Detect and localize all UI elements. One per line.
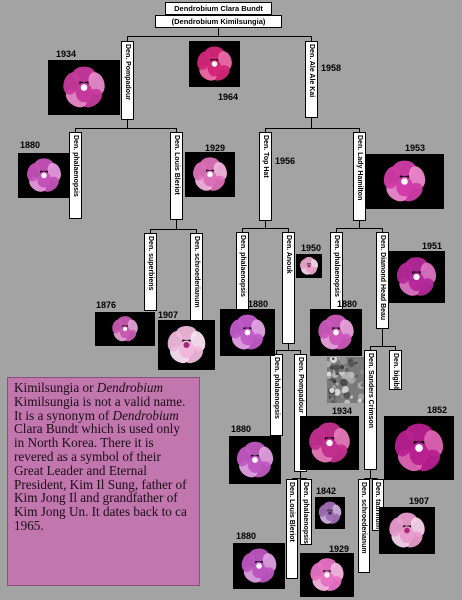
orchid-photo-phalaenopsis-5 xyxy=(233,543,285,589)
orchid-photo-phalaenopsis-1 xyxy=(18,153,70,198)
label-louis-bleriot-1: Den. Louis Bleriot xyxy=(170,132,183,220)
connector-line xyxy=(311,118,312,128)
connector-line xyxy=(242,228,288,229)
note-text-2: Dendrobium xyxy=(97,380,163,395)
connector-line xyxy=(265,128,359,129)
label-top-hat: Den. Top Hat xyxy=(259,132,272,221)
year-phalaenopsis-5: 1880 xyxy=(236,531,256,541)
orchid-photo-phalaenopsis-2 xyxy=(220,309,275,356)
label-pompadour-1: Den. Pompadour xyxy=(121,41,134,120)
year-phalaenopsis-2: 1880 xyxy=(248,299,268,309)
connector-line xyxy=(382,329,383,346)
connector-line xyxy=(218,28,219,36)
orchid-photo-sanders-crimson[interactable] xyxy=(327,357,364,403)
note-text-4: Dendrobium xyxy=(113,408,179,423)
label-anouk: Den. Anouk xyxy=(282,232,295,344)
orchid-photo-phalaenopsis-3 xyxy=(310,309,362,356)
year-superbiens: 1876 xyxy=(96,300,116,310)
label-ale-ale-kai: Den. Ale Ale Kai xyxy=(305,41,318,118)
label-phalaenopsis-5: Den. phalaenopsis xyxy=(300,479,312,545)
label-superbiens: Den. superbiens xyxy=(144,233,157,311)
orchid-photo-diamond-head-beau xyxy=(388,251,445,303)
label-schroederianum-1: Den. schroederianum xyxy=(190,233,203,321)
label-louis-bleriot-2: Den. Louis Bleriot xyxy=(286,479,298,579)
year-lady-hamilton: 1953 xyxy=(405,143,425,153)
connector-line xyxy=(150,229,196,230)
note-text-1: Kimilsungia or xyxy=(14,380,97,395)
connector-line xyxy=(265,221,266,228)
connector-line xyxy=(359,221,360,228)
year-anouk: 1950 xyxy=(301,243,321,253)
orchid-photo-bigibbum xyxy=(384,416,454,480)
orchid-photo-lady-hamilton xyxy=(365,154,444,209)
connector-line xyxy=(127,36,311,37)
description-note: Kimilsungia or Dendrobium Kimilsungia is… xyxy=(7,377,200,586)
orchid-photo-anouk xyxy=(296,254,322,278)
connector-line xyxy=(336,228,382,229)
year-phalaenopsis-3: 1880 xyxy=(337,299,357,309)
connector-line xyxy=(370,346,395,347)
orchid-photo-clara-bundt xyxy=(189,41,240,87)
note-text-5: Clara Bundt which is used only in North … xyxy=(14,421,187,533)
connector-line xyxy=(276,350,301,351)
year-schroederianum-2: 1907 xyxy=(409,496,429,506)
root-synonym-label: (Dendrobium Kimilsungia) xyxy=(155,15,282,28)
label-phalaenopsis-4: Den. phalaenopsis xyxy=(270,354,283,436)
year-schroederianum-1: 1907 xyxy=(158,310,178,320)
root-title-label: Dendrobium Clara Bundt xyxy=(165,2,272,15)
orchid-photo-superbiens xyxy=(95,312,155,346)
orchid-photo-schroederianum-2 xyxy=(379,507,435,554)
year-phalaenopsis-1: 1880 xyxy=(20,140,40,150)
orchid-photo-schroederianum-1 xyxy=(158,320,215,370)
year-clara-bundt: 1964 xyxy=(218,92,238,102)
connector-line xyxy=(127,120,128,128)
orchid-photo-louis-bleriot-1 xyxy=(185,152,235,197)
label-phalaenopsis-1: Den. phalaenopsis xyxy=(69,132,82,219)
connector-line xyxy=(370,470,371,478)
label-sanders-crimson: Den. Sanders Crimson xyxy=(364,350,377,470)
label-bigibbum: Den. bigibbum xyxy=(389,350,402,390)
year-pompadour-2: 1934 xyxy=(332,406,352,416)
year-bigibbum: 1852 xyxy=(427,405,447,415)
orchid-photo-taurinum xyxy=(315,497,345,529)
year-taurinum: 1842 xyxy=(316,486,336,496)
year-ale-ale-kai: 1958 xyxy=(321,63,341,73)
year-phalaenopsis-4: 1880 xyxy=(231,424,251,434)
orchid-photo-phalaenopsis-4 xyxy=(229,436,281,484)
orchid-photo-pompadour-2 xyxy=(300,416,359,470)
orchid-photo-pompadour xyxy=(48,60,120,115)
connector-line xyxy=(176,220,177,229)
orchid-photo-louis-bleriot-2 xyxy=(300,553,354,597)
connector-line xyxy=(75,128,176,129)
year-pompadour-1: 1934 xyxy=(56,49,76,59)
label-schroederianum-2: Den. schroederianum xyxy=(358,479,370,573)
year-diamond-head-beau: 1951 xyxy=(422,241,442,251)
year-top-hat: 1956 xyxy=(275,156,295,166)
